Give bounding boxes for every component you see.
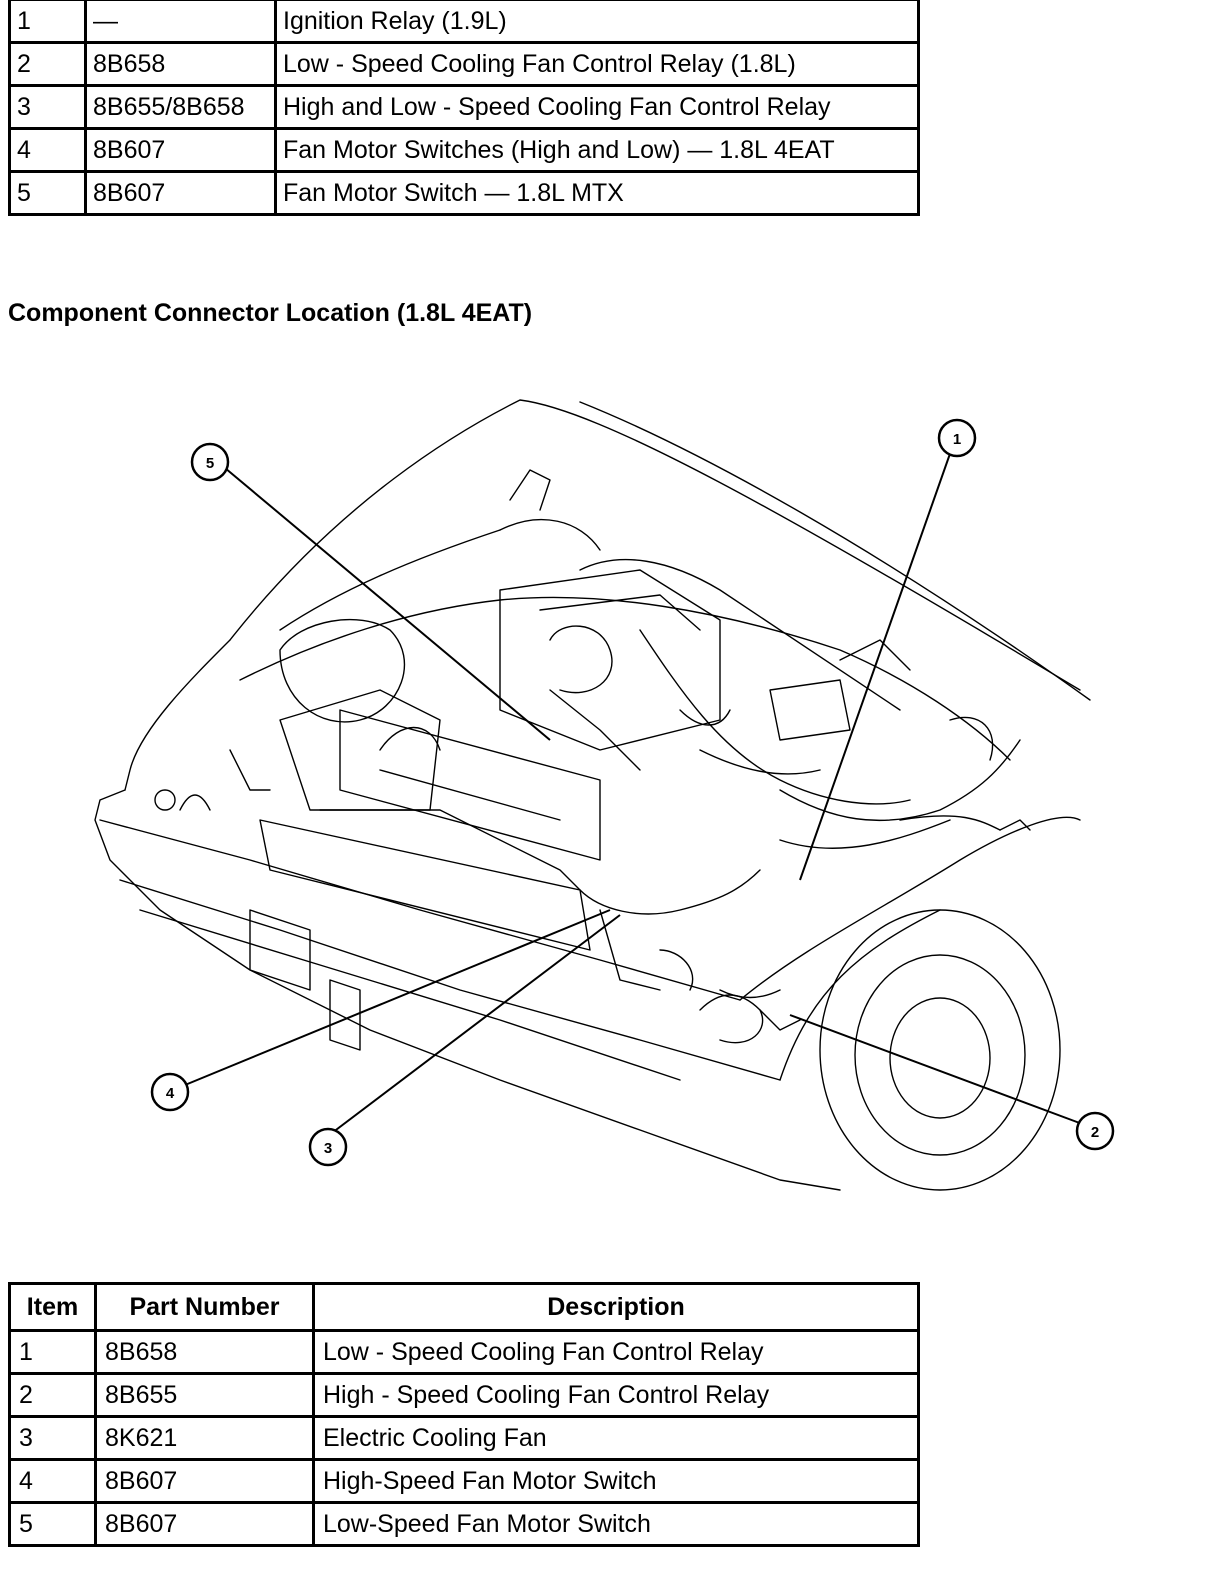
- description-cell: High-Speed Fan Motor Switch: [312, 1458, 920, 1504]
- item-cell: 2: [8, 41, 87, 87]
- item-cell: 2: [8, 1372, 97, 1418]
- part-number-column-header: Part Number: [94, 1282, 315, 1332]
- description-cell: Low - Speed Cooling Fan Control Relay: [312, 1329, 920, 1375]
- table-row: 5 8B607 Low-Speed Fan Motor Switch: [8, 1501, 920, 1547]
- part-number-cell: 8B607: [94, 1501, 315, 1547]
- top-parts-table: 1 — Ignition Relay (1.9L) 2 8B658 Low - …: [8, 0, 920, 216]
- callout-4: 4: [150, 1072, 190, 1112]
- callout-1: 1: [937, 418, 977, 458]
- svg-text:3: 3: [324, 1140, 332, 1157]
- table-row: 2 8B655 High - Speed Cooling Fan Control…: [8, 1372, 920, 1418]
- car-body-outline: [94, 399, 1091, 1191]
- table-row: 1 — Ignition Relay (1.9L): [8, 0, 920, 44]
- leader-lines: [184, 447, 1086, 1143]
- part-number-cell: 8B607: [84, 127, 277, 173]
- callout-3: 3: [308, 1127, 348, 1167]
- description-cell: High and Low - Speed Cooling Fan Control…: [274, 84, 920, 130]
- item-cell: 3: [8, 84, 87, 130]
- part-number-cell: 8K621: [94, 1415, 315, 1461]
- table-row: 3 8B655/8B658 High and Low - Speed Cooli…: [8, 84, 920, 130]
- part-number-cell: 8B658: [84, 41, 277, 87]
- svg-text:2: 2: [1091, 1124, 1099, 1141]
- svg-text:1: 1: [953, 431, 961, 448]
- component-parts-table: Item Part Number Description 1 8B658 Low…: [8, 1282, 920, 1547]
- part-number-cell: 8B655/8B658: [84, 84, 277, 130]
- description-cell: Low - Speed Cooling Fan Control Relay (1…: [274, 41, 920, 87]
- table-header-row: Item Part Number Description: [8, 1282, 920, 1332]
- part-number-cell: 8B655: [94, 1372, 315, 1418]
- item-cell: 3: [8, 1415, 97, 1461]
- table-row: 4 8B607 Fan Motor Switches (High and Low…: [8, 127, 920, 173]
- table-row: 4 8B607 High-Speed Fan Motor Switch: [8, 1458, 920, 1504]
- part-number-cell: 8B607: [94, 1458, 315, 1504]
- item-cell: 4: [8, 127, 87, 173]
- part-number-cell: 8B658: [94, 1329, 315, 1375]
- description-cell: High - Speed Cooling Fan Control Relay: [312, 1372, 920, 1418]
- item-cell: 1: [8, 0, 87, 44]
- callout-2: 2: [1075, 1111, 1115, 1151]
- table-row: 5 8B607 Fan Motor Switch — 1.8L MTX: [8, 170, 920, 216]
- description-cell: Low-Speed Fan Motor Switch: [312, 1501, 920, 1547]
- item-cell: 1: [8, 1329, 97, 1375]
- description-cell: Fan Motor Switch — 1.8L MTX: [274, 170, 920, 216]
- table-row: 3 8K621 Electric Cooling Fan: [8, 1415, 920, 1461]
- item-cell: 5: [8, 170, 87, 216]
- item-column-header: Item: [8, 1282, 97, 1332]
- callout-5: 5: [190, 442, 230, 482]
- table-row: 1 8B658 Low - Speed Cooling Fan Control …: [8, 1329, 920, 1375]
- section-heading: Component Connector Location (1.8L 4EAT): [8, 299, 533, 327]
- item-cell: 4: [8, 1458, 97, 1504]
- description-cell: Ignition Relay (1.9L): [274, 0, 920, 44]
- item-cell: 5: [8, 1501, 97, 1547]
- part-number-cell: 8B607: [84, 170, 277, 216]
- engine-compartment-diagram: 5 1 2 3 4: [94, 399, 1115, 1191]
- description-cell: Electric Cooling Fan: [312, 1415, 920, 1461]
- table-row: 2 8B658 Low - Speed Cooling Fan Control …: [8, 41, 920, 87]
- svg-text:4: 4: [166, 1085, 175, 1102]
- description-cell: Fan Motor Switches (High and Low) — 1.8L…: [274, 127, 920, 173]
- part-number-cell: —: [84, 0, 277, 44]
- svg-text:5: 5: [206, 455, 214, 472]
- description-column-header: Description: [312, 1282, 920, 1332]
